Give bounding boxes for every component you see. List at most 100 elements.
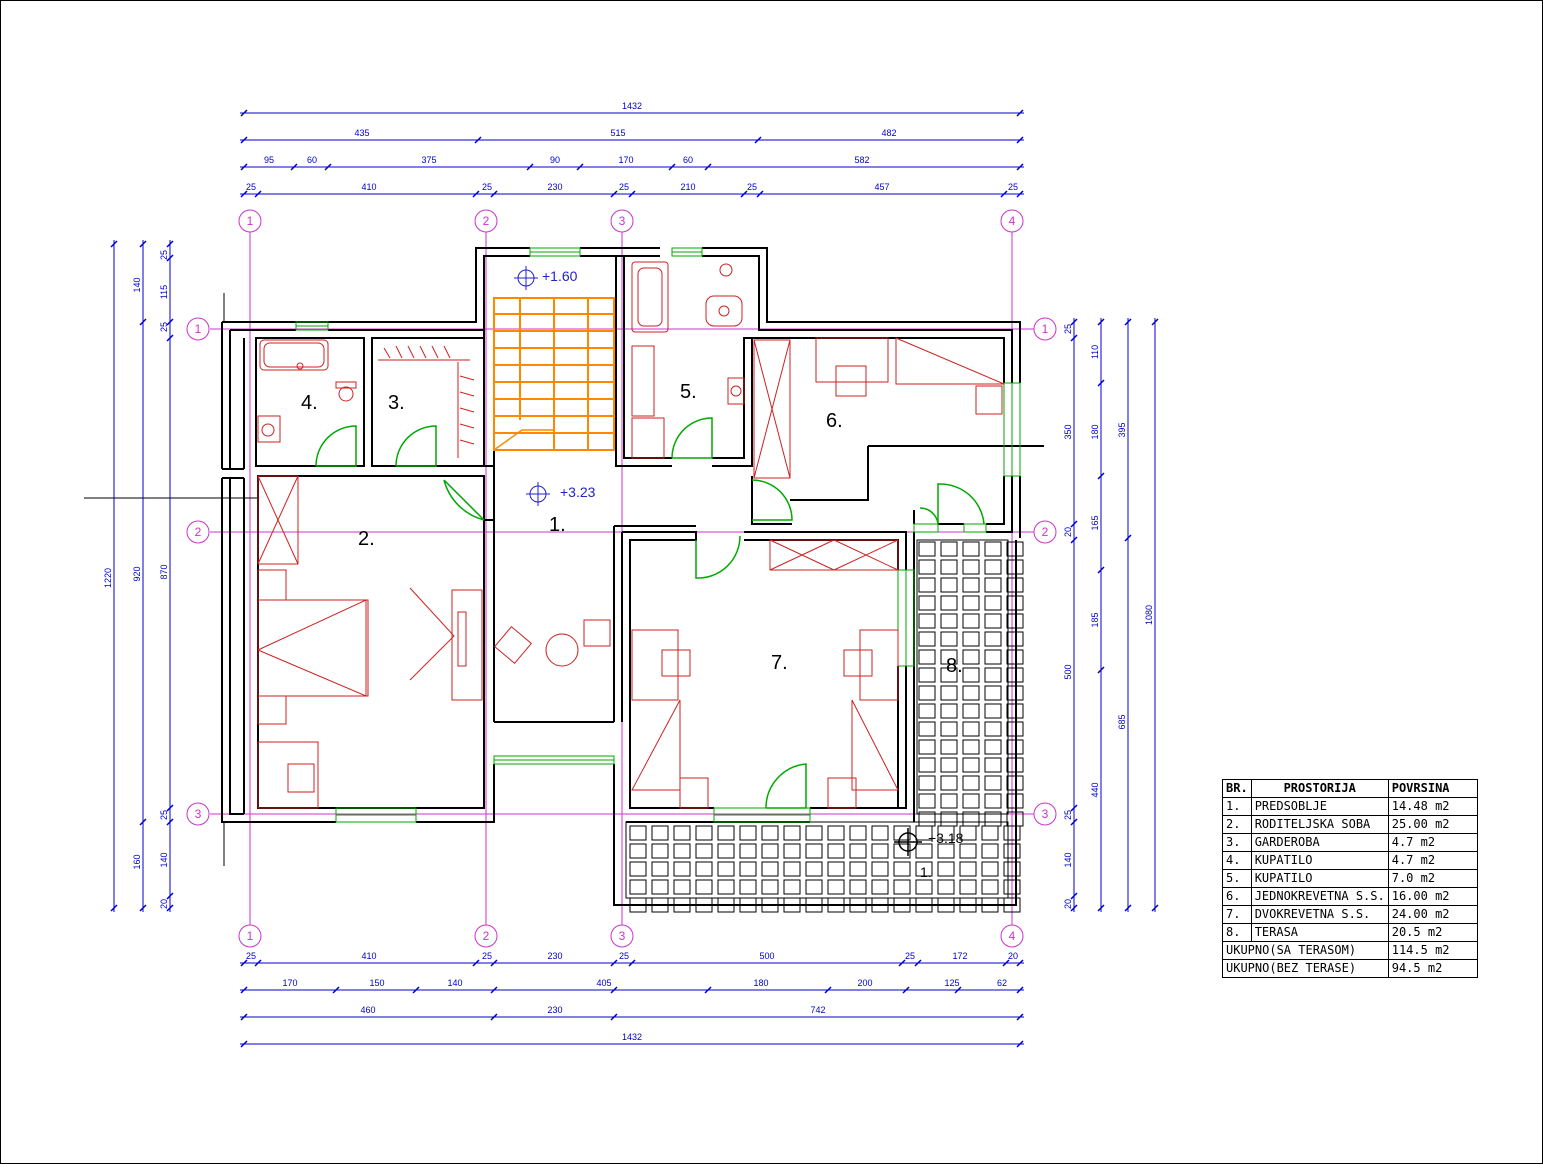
dim-text: 25 <box>246 182 256 192</box>
terrace-tile <box>981 879 999 895</box>
terrace-tile <box>984 703 1002 719</box>
dim-text: 140 <box>132 277 142 292</box>
dim-text: 440 <box>1090 782 1100 797</box>
dim-text: 115 <box>159 285 169 299</box>
dim-tick <box>166 334 174 342</box>
terrace-tile <box>673 879 691 895</box>
dim-tick <box>610 959 618 967</box>
axis-marker-left-1 <box>186 317 210 341</box>
dim-text: 230 <box>547 951 562 961</box>
dim-tick <box>110 904 118 912</box>
level-stair: +1.60 <box>542 268 578 284</box>
dim-tick <box>1002 959 1010 967</box>
axis-label: 4 <box>1009 929 1016 943</box>
dim-tick <box>1016 190 1024 198</box>
dim-tick <box>1016 163 1024 171</box>
dim-text: 160 <box>132 854 142 869</box>
terrace-tile <box>940 631 958 647</box>
dim-text: 95 <box>264 155 274 165</box>
dim-tick <box>139 904 147 912</box>
terrace-tile <box>918 613 936 629</box>
terrace-tile <box>940 757 958 773</box>
terrace-tile <box>761 843 779 859</box>
dim-text: 90 <box>550 155 560 165</box>
terrace-tile <box>940 703 958 719</box>
dim-tick <box>628 959 636 967</box>
dim-tick <box>166 240 174 248</box>
axis-label: 2 <box>483 214 490 228</box>
axis-label: 2 <box>1042 525 1049 539</box>
dim-text: 25 <box>159 250 169 260</box>
terrace-tile <box>962 721 980 737</box>
terrace-tile <box>717 825 735 841</box>
axis-label: 1 <box>195 322 202 336</box>
terrace-tile <box>937 843 955 859</box>
dim-tick <box>1151 318 1159 326</box>
room-label-5: 5. <box>680 381 697 403</box>
dim-tick <box>240 986 248 994</box>
stairs <box>493 297 615 451</box>
terrace-tile <box>918 577 936 593</box>
axis-label: 4 <box>1009 214 1016 228</box>
axis-label: 1 <box>247 929 254 943</box>
table-row: 6.JEDNOKREVETNA S.S.16.00 m2 <box>1222 887 1478 906</box>
terrace-tile <box>940 649 958 665</box>
axis-label: 3 <box>1042 807 1049 821</box>
terrace-tile <box>673 843 691 859</box>
dim-text: 25 <box>246 951 256 961</box>
dim-tick <box>1097 318 1105 326</box>
dim-tick <box>668 163 676 171</box>
terrace-tile <box>959 843 977 859</box>
total-area: 114.5 m2 <box>1387 941 1478 960</box>
furniture <box>257 261 1005 809</box>
room-number: 3. <box>1222 833 1252 852</box>
terrace-tile <box>849 843 867 859</box>
terrace-tile <box>783 843 801 859</box>
terrace-tile <box>918 595 936 611</box>
dim-text: 60 <box>307 155 317 165</box>
terrace-tile <box>962 595 980 611</box>
terrace-tile <box>984 739 1002 755</box>
terrace-tile <box>984 721 1002 737</box>
terrace-tiles <box>625 539 1024 913</box>
dim-tick <box>240 163 248 171</box>
terrace-tile <box>827 861 845 877</box>
terrace-tile <box>915 843 933 859</box>
dim-text: 395 <box>1117 422 1127 437</box>
terrace-tile <box>695 825 713 841</box>
terrace-tile <box>783 861 801 877</box>
terrace-tile <box>984 685 1002 701</box>
terrace-tile <box>673 825 691 841</box>
dim-tick <box>166 904 174 912</box>
terrace-tile <box>937 861 955 877</box>
terrace-tile <box>962 793 980 809</box>
table-total-row: UKUPNO(SA TERASOM)114.5 m2 <box>1222 941 1478 960</box>
windows <box>295 247 1021 823</box>
terrace-tile <box>783 879 801 895</box>
dim-tick <box>139 240 147 248</box>
terrace-tile <box>984 559 1002 575</box>
terrace-tile <box>940 667 958 683</box>
terrace-tile <box>984 631 1002 647</box>
terrace-tile <box>962 775 980 791</box>
axis-marker-top-1 <box>238 209 262 233</box>
level-terrace-mark: 1. <box>920 864 932 880</box>
dim-text: 870 <box>159 564 169 579</box>
axis-label: 3 <box>619 929 626 943</box>
level-hall: +3.23 <box>560 484 596 500</box>
terrace-tile <box>962 631 980 647</box>
dim-text: 185 <box>1090 612 1100 627</box>
dim-text: 460 <box>360 1005 375 1015</box>
terrace-tile <box>739 843 757 859</box>
room-number: 5. <box>1222 869 1252 888</box>
dim-text: 125 <box>944 978 959 988</box>
dim-text: 920 <box>132 566 142 581</box>
dim-text: 742 <box>810 1005 825 1015</box>
dim-tick <box>914 959 922 967</box>
table-header: PROSTORIJA <box>1250 779 1389 798</box>
terrace-tile <box>984 649 1002 665</box>
axis-marker-bottom-2 <box>474 924 498 948</box>
